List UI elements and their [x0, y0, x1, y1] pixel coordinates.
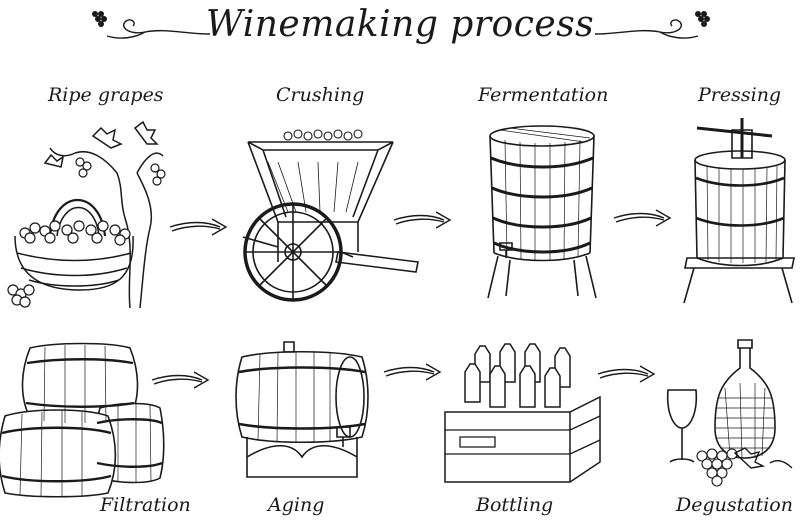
step-label-fermentation: Fermentation [478, 84, 609, 106]
arrow-icon [597, 365, 656, 383]
step-label-bottling: Bottling [476, 494, 554, 516]
wine-press-illustration [683, 118, 795, 304]
left-flourish-icon [92, 11, 211, 39]
step-label-crushing: Crushing [276, 84, 365, 106]
crushing-machine-illustration [242, 129, 419, 302]
step-label-aging: Aging [268, 494, 325, 516]
aging-barrel-illustration [235, 341, 369, 478]
arrow-icon [613, 209, 672, 227]
page-title: Winemaking process [205, 4, 595, 45]
step-label-ripe-grapes: Ripe grapes [48, 84, 164, 106]
arrow-icon [151, 371, 210, 389]
ripe-grapes-illustration [7, 120, 166, 309]
fermentation-vat-illustration [487, 125, 597, 299]
arrow-icon [393, 211, 452, 229]
right-flourish-icon [594, 11, 710, 39]
bottling-crate-illustration [444, 343, 601, 483]
arrow-icon [169, 218, 228, 236]
arrow-icon [383, 363, 442, 381]
step-label-filtration: Filtration [100, 494, 191, 516]
degustation-illustration [666, 339, 793, 487]
step-label-pressing: Pressing [698, 84, 782, 106]
step-label-degustation: Degustation [676, 494, 793, 516]
filtration-barrels-illustration [0, 342, 165, 498]
